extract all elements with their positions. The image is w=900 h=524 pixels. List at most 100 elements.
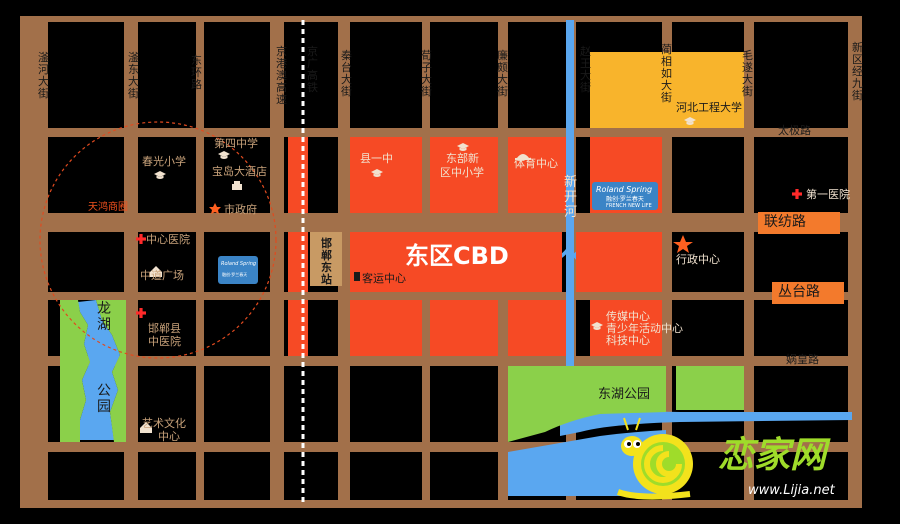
cbd-title: 东区CBD [405,242,509,270]
street-dongbu-label: 东环路 [191,54,202,91]
city-block [754,452,848,500]
lianfang-road-banner [758,212,840,234]
poi-handanxian-2: 中医院 [148,335,181,348]
street-lianpo-label: 廉颇大街 [497,49,508,98]
poi-longhu-1: 龙 [97,301,111,317]
street-zhaowang-label: 赵王大街 [580,45,591,94]
poi-disi: 第四中学 [214,137,258,150]
poi-chuanmei: 传媒中心 [606,310,650,323]
poi-handanxian-1: 邯郸县 [148,322,181,335]
poi-diyi-yiyuan: 第一医院 [806,188,850,201]
street-wahuang-label: 娲皇路 [786,353,819,366]
city-block [138,452,196,500]
city-block [48,137,124,213]
city-block [138,22,196,128]
congtai-road-banner [772,282,844,304]
dome-icon [515,154,531,160]
city-block [754,300,848,356]
poi-keji: 科技中心 [606,334,650,347]
street-fudong-label: 滏东大街 [128,51,139,100]
longhu-park-east [96,300,126,442]
city-block [350,22,422,128]
poi-keyun: 客运中心 [362,272,406,285]
city-block [672,300,744,356]
handan-east-station [310,232,342,286]
project-sign-west-cn: 融创·罗兰春天 [222,272,248,277]
watermark-logo: 恋家网 [718,435,827,476]
city-block [204,22,270,128]
street-fuhe-label: 滏河大街 [38,51,49,100]
handan-east-station-label: 邯郸东站 [321,237,332,286]
poi-yishu-2: 中心 [158,430,180,443]
project-sign-west-logo: Roland Spring [221,261,257,267]
city-block [48,22,124,128]
street-congtai-label: 丛台路 [778,284,820,300]
city-block [138,137,196,213]
poi-zhongdao: 中道广场 [140,269,184,282]
tianhong-ring [39,121,277,359]
city-block [204,366,270,442]
project-sign-east-tag: FRENCH NEW LIFE [606,203,652,209]
hebei-engineering-university [590,52,744,128]
city-block [430,366,498,442]
poi-chunguang: 春光小学 [142,155,186,168]
street-jingguang-label: 京广高铁 [307,45,318,94]
city-block [204,452,270,500]
street-linxiangru-label: 蔺相如大街 [661,43,672,104]
longhu-park [60,300,90,442]
poi-yishu-1: 艺术文化 [142,417,186,430]
project-sign-east-cn: 融创·罗兰春天 [606,196,644,203]
street-lianfang-label: 联纺路 [764,214,806,230]
poi-gongyuan-2: 园 [97,399,111,415]
building-icon [140,422,152,433]
poi-quzhongxiao: 区中小学 [440,166,484,179]
city-block [138,232,196,292]
hotel-icon [232,181,242,190]
star-icon [209,203,221,214]
city-block [350,366,422,442]
poi-baodao: 宝岛大酒店 [212,165,267,178]
poi-xianyizhong: 县一中 [360,152,393,165]
bus-icon [354,272,360,281]
city-block [672,137,744,213]
street-maosui-label: 毛遂大街 [742,49,753,98]
poi-donghu: 东湖公园 [598,387,651,402]
street-xinkaihe-label: 新开河 [563,175,577,220]
poi-zhongxin-yiyuan: 中心医院 [146,233,190,246]
building-icon [150,266,162,277]
project-sign-west [218,256,258,284]
poi-longhu-2: 湖 [97,317,111,333]
poi-xingzheng: 行政中心 [676,253,720,266]
poi-hebei-gongcheng: 河北工程大学 [676,101,742,114]
project-sign-east-logo: Roland Spring [596,185,653,194]
poi-shizhengfu: 市政府 [224,203,257,216]
city-block [284,366,338,442]
street-xunzi-label: 荀子大街 [421,49,432,98]
poi-dongbuxin: 东部新 [446,152,479,165]
city-block [754,366,848,442]
street-taiji-label: 太极路 [778,124,811,137]
poi-qingshaonian: 青少年活动中心 [606,322,683,335]
city-block [430,22,498,128]
street-jinggang-label: 京港澳高速 [276,45,287,106]
snail-mascot-icon [616,417,693,500]
project-sign-east [592,182,658,210]
city-block [430,452,498,500]
poi-tianhong: 天鸿商圈 [88,202,128,213]
city-block [754,137,848,213]
poi-tiyu: 体育中心 [514,157,558,170]
city-block [508,22,566,128]
donghu-park-east [676,366,744,410]
donghu-park [508,366,666,442]
poi-gongyuan-1: 公 [97,383,111,399]
city-block [284,22,338,128]
city-block [138,300,196,356]
city-block [204,137,270,213]
star-icon [673,235,693,253]
city-block [754,22,848,128]
city-block [48,452,124,500]
city-block [350,452,422,500]
watermark-url: www.Lijia.net [748,483,835,498]
